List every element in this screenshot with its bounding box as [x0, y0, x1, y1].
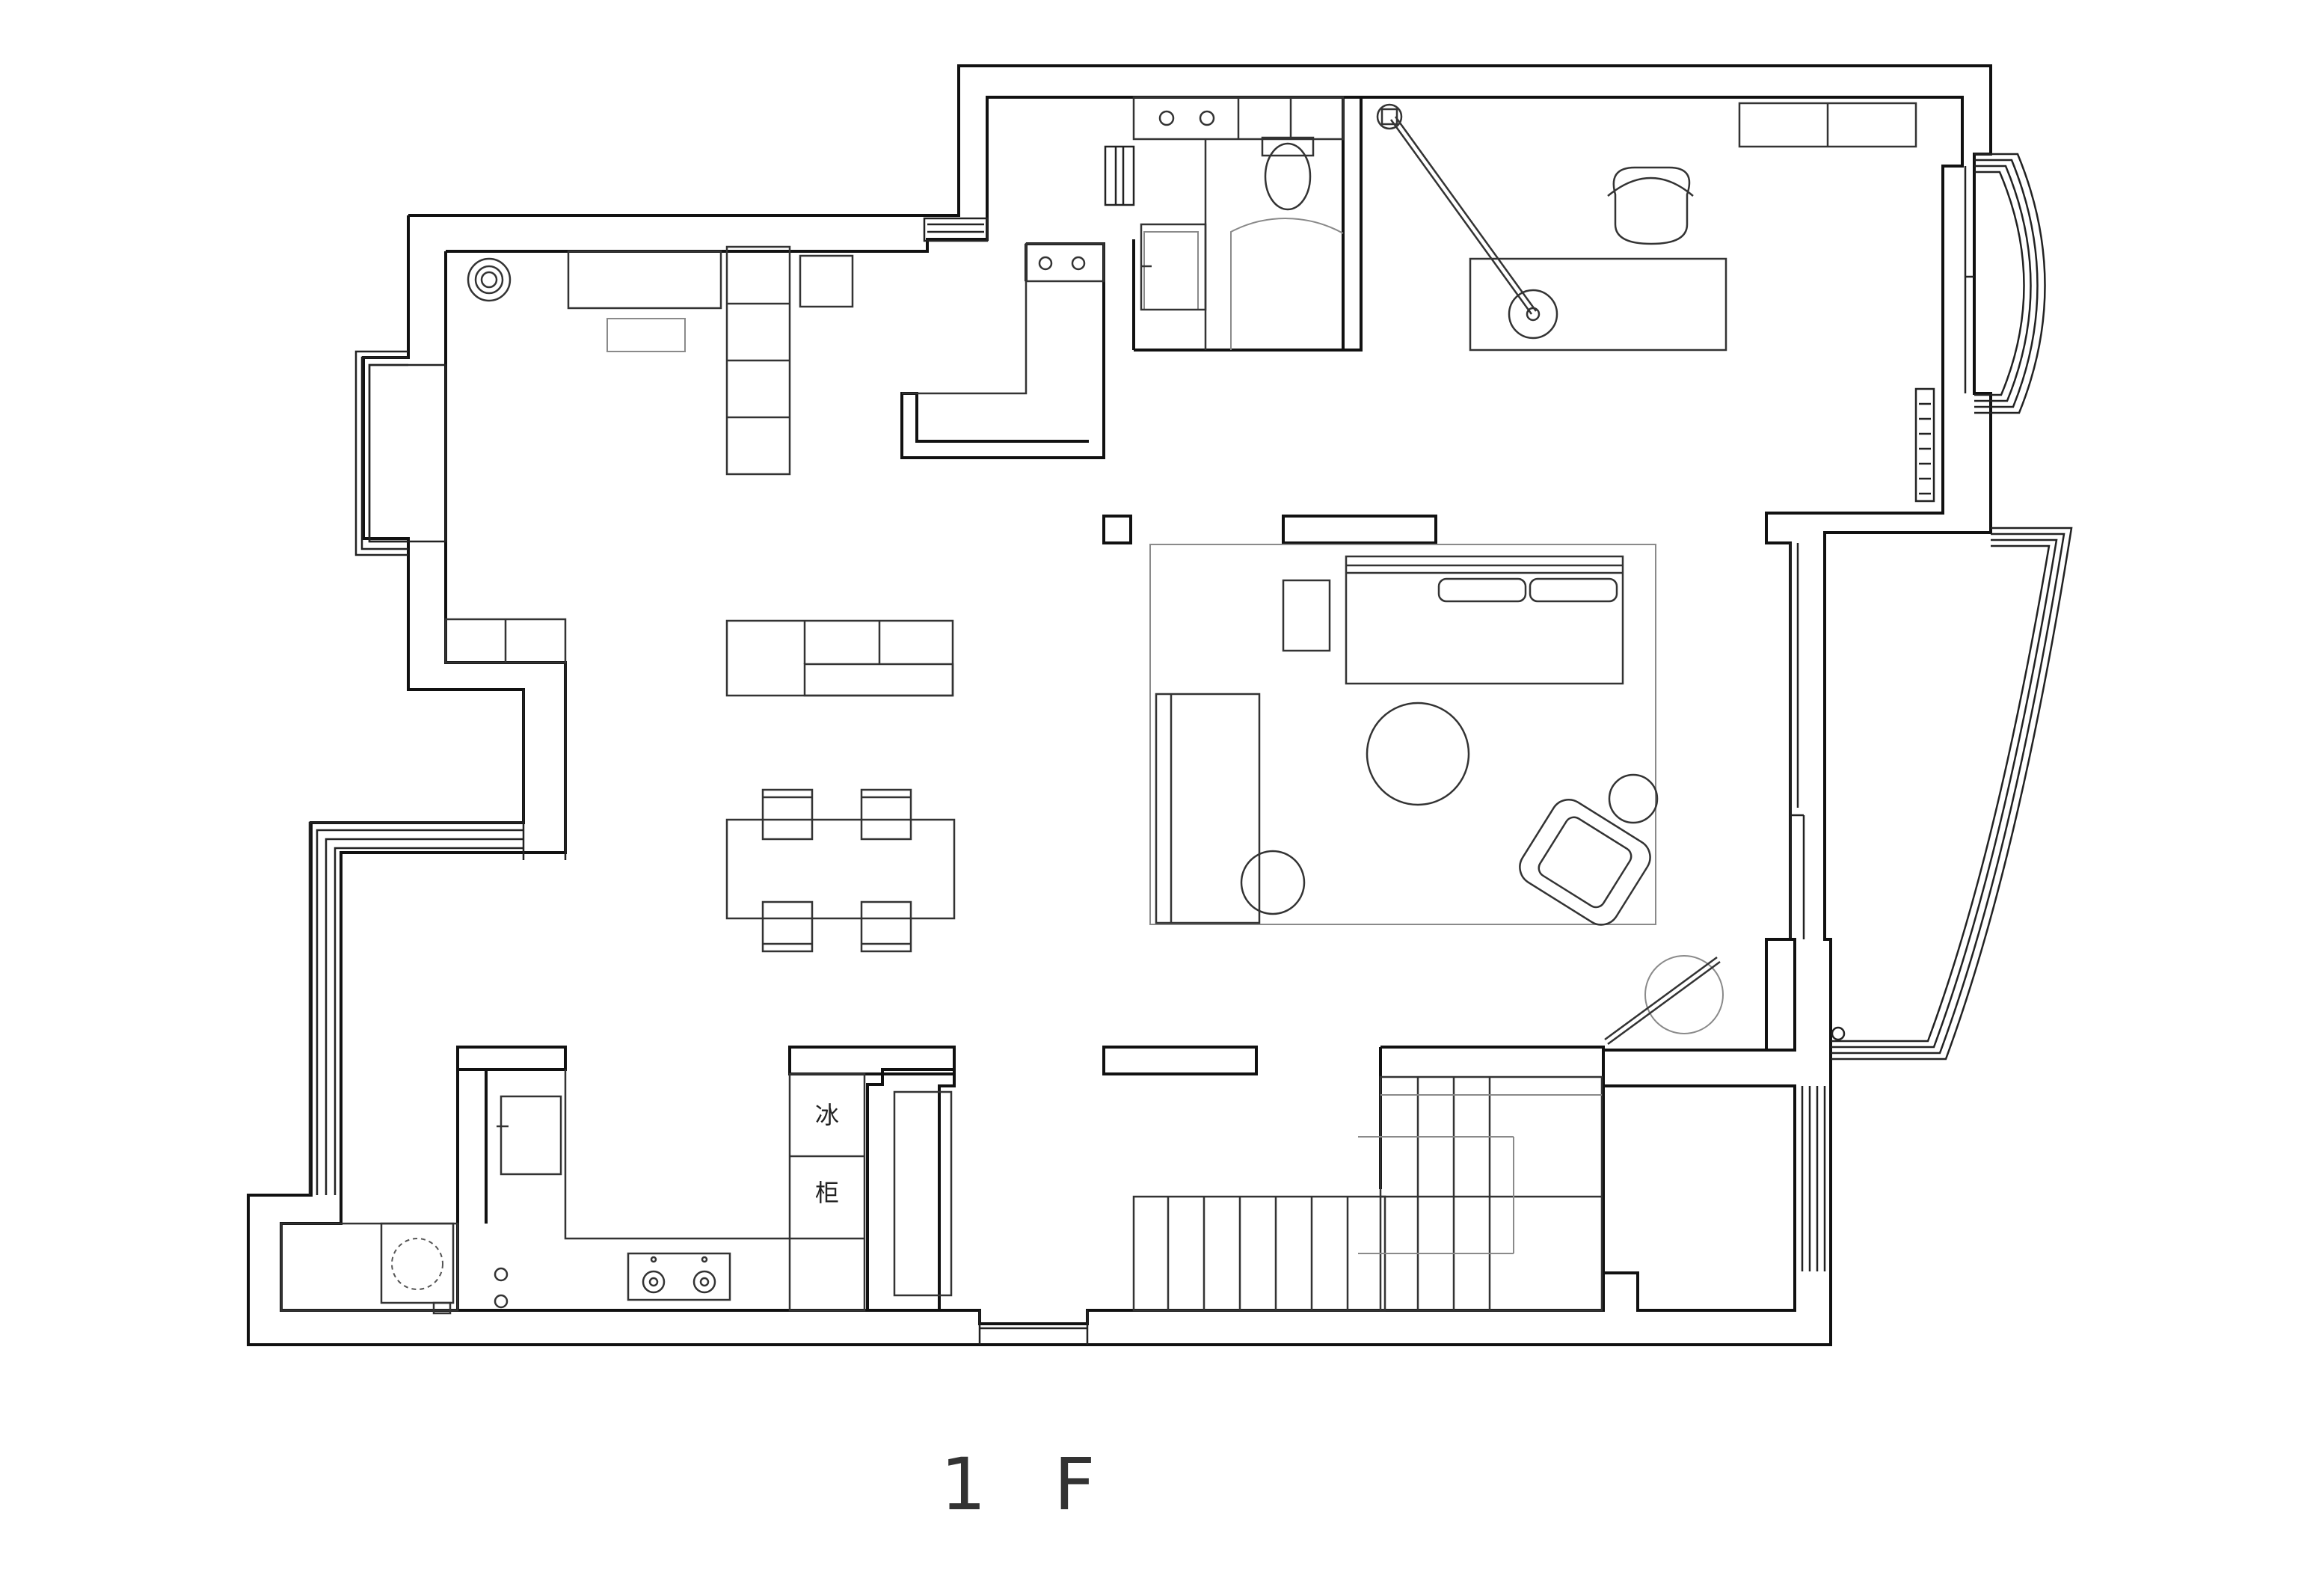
- kitchen-lower: 冰 柜: [280, 1069, 953, 1315]
- side-table: [1282, 579, 1331, 652]
- toilet-tank: [1261, 136, 1315, 157]
- exterior-walls: [247, 64, 2073, 1346]
- sofa: [1345, 555, 1624, 685]
- dining-chair: [761, 788, 814, 841]
- dining-table: [725, 818, 956, 920]
- washing-machine: [380, 1222, 455, 1304]
- burner-icon: [642, 1270, 666, 1294]
- stool-round: [1608, 773, 1659, 824]
- study: [1376, 102, 1917, 352]
- door-swing: [1230, 218, 1344, 350]
- range-hood: [567, 250, 722, 310]
- living-room: [1149, 544, 1724, 1046]
- living-rug: [1149, 544, 1656, 925]
- interior-walls: [456, 96, 1796, 1310]
- dining: [444, 618, 956, 953]
- staircase: [1132, 1075, 1603, 1312]
- dining-chair: [860, 788, 912, 841]
- coffee-table: [1366, 702, 1470, 806]
- floor-lamp-base: [1380, 108, 1398, 126]
- fridge-label-top: 冰: [815, 1101, 839, 1129]
- dining-chair: [860, 900, 912, 953]
- drum-icon: [391, 1238, 443, 1290]
- side-table-round: [1240, 850, 1306, 915]
- cushion-right: [1529, 577, 1618, 603]
- armchair: [1519, 799, 1651, 926]
- kitchen-sink: [1025, 242, 1105, 283]
- burner-icon: [692, 1270, 716, 1294]
- study-desk: [1469, 257, 1727, 352]
- floor-label: 1 F: [941, 1443, 1118, 1526]
- door-swing-entry: [1644, 955, 1724, 1034]
- appliance-box: [799, 254, 854, 308]
- fridge: [788, 1072, 866, 1312]
- sideboard: [725, 619, 954, 697]
- gas-stove: [627, 1252, 731, 1301]
- dining-chair: [761, 900, 814, 953]
- study-chair: [1612, 166, 1691, 245]
- water-heater-icon: [467, 257, 512, 302]
- bathroom: [1132, 96, 1345, 350]
- kitchen-upper: [467, 242, 1105, 476]
- fridge-label-bottom: 柜: [815, 1179, 839, 1207]
- cushion-left: [1437, 577, 1527, 603]
- shoe-cabinet: [893, 1090, 953, 1297]
- toilet-icon: [1264, 142, 1312, 211]
- chaise: [1155, 693, 1261, 924]
- counter-lower: [280, 1222, 459, 1312]
